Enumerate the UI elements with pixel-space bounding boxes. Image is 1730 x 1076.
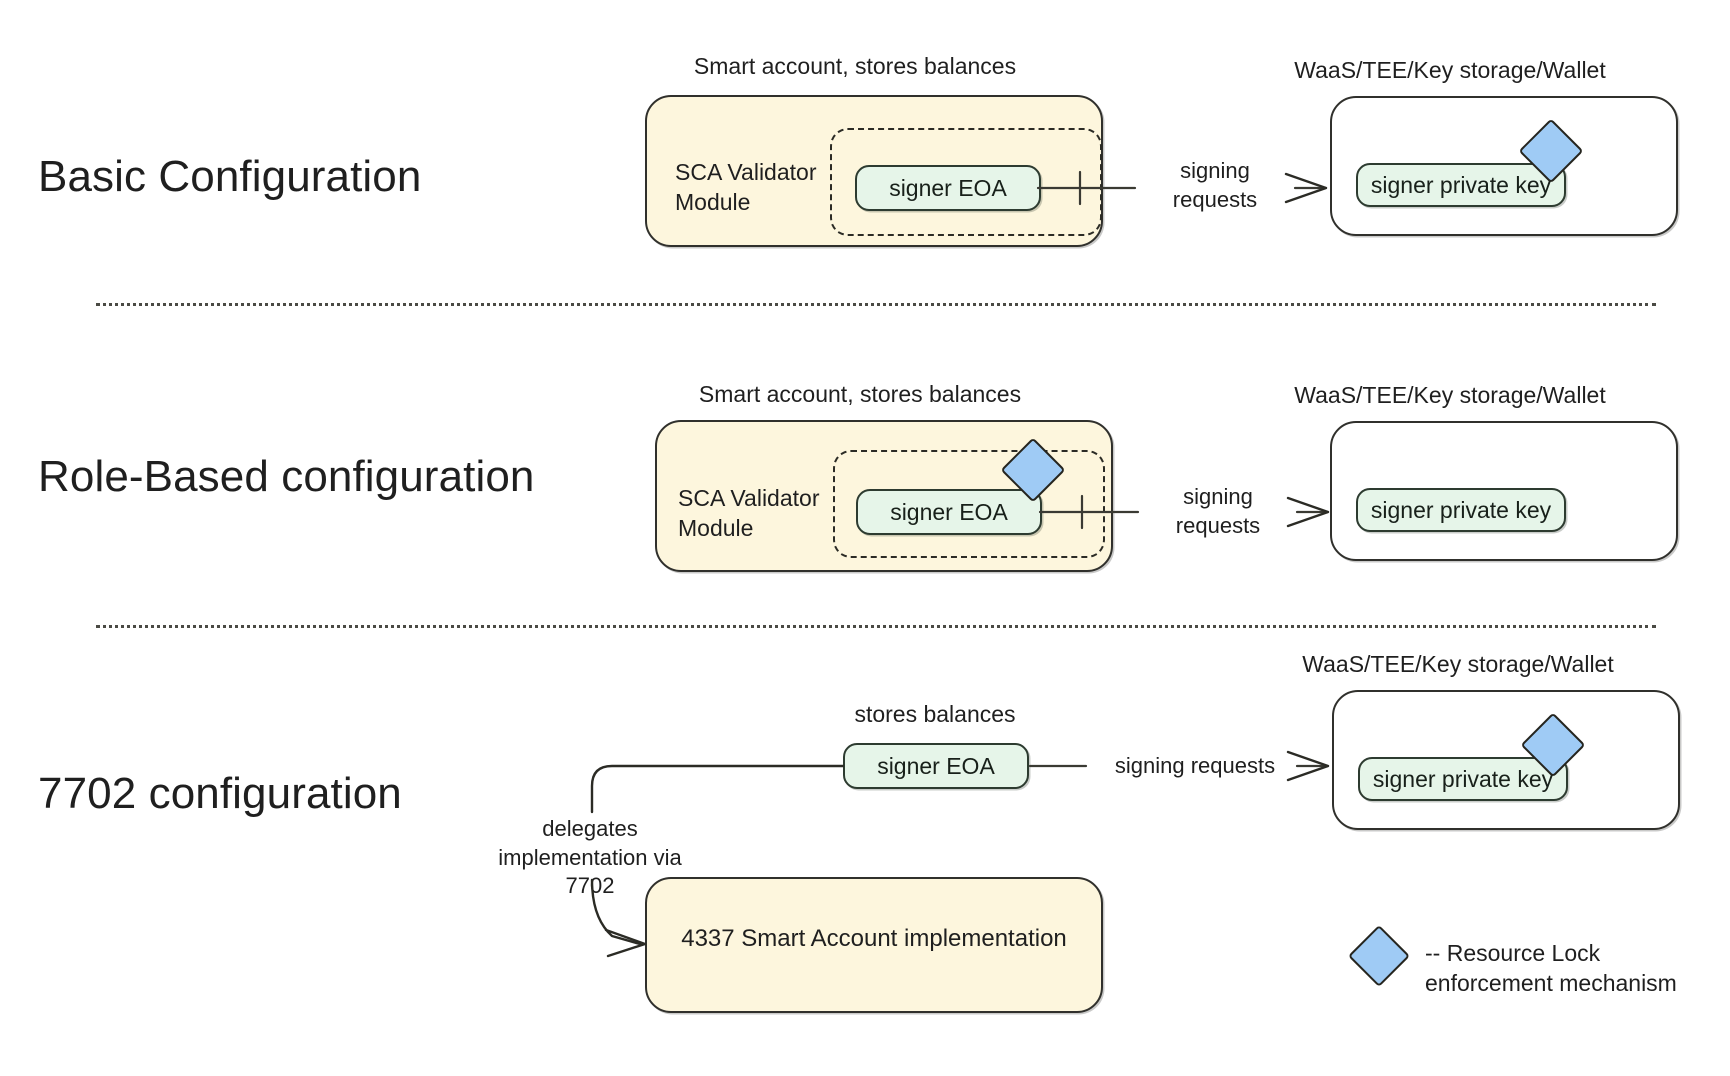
smart-account-caption-row1: Smart account, stores balances <box>693 53 1017 79</box>
row-title-basic-configuration: Basic Configuration <box>38 152 422 201</box>
smart-account-caption-row2: Smart account, stores balances <box>698 381 1022 407</box>
legend-resource-lock-diamond <box>1347 924 1411 988</box>
sca-validator-module-label-row2: SCA Validator Module <box>678 485 820 542</box>
signer-private-key-box-row3: signer private key <box>1358 757 1568 801</box>
sca-validator-module-label-row1: SCA Validator Module <box>675 159 817 216</box>
legend-label: -- Resource Lock enforcement mechanism <box>1425 940 1677 997</box>
implementation-box-label-row3: 4337 Smart Account implementation <box>681 925 1067 952</box>
signing-requests-label-row2: signing requests <box>1175 484 1261 538</box>
signer-eoa-box-row1: signer EOA <box>855 165 1041 211</box>
wallet-caption-row3: WaaS/TEE/Key storage/Wallet <box>1302 651 1614 677</box>
validator-scope-dashed-row1 <box>830 128 1102 236</box>
implementation-container-row3 <box>645 877 1103 1013</box>
row-title-role-based-configuration: Role-Based configuration <box>38 452 535 501</box>
signer-private-key-box-row1: signer private key <box>1356 163 1566 207</box>
row-title-7702-configuration: 7702 configuration <box>38 769 402 818</box>
signer-eoa-box-row3: signer EOA <box>843 743 1029 789</box>
validator-scope-dashed-row2 <box>833 450 1105 558</box>
signer-private-key-box-row2: signer private key <box>1356 488 1566 532</box>
section-divider-2 <box>96 625 1656 628</box>
signing-requests-label-row1: signing requests <box>1172 158 1258 212</box>
stores-balances-caption-row3: stores balances <box>854 701 1016 727</box>
wallet-caption-row1: WaaS/TEE/Key storage/Wallet <box>1294 57 1606 83</box>
section-divider-1 <box>96 303 1656 306</box>
signer-eoa-box-row2: signer EOA <box>856 489 1042 535</box>
signing-requests-label-row3: signing requests <box>1114 753 1276 778</box>
wallet-caption-row2: WaaS/TEE/Key storage/Wallet <box>1294 382 1606 408</box>
delegation-label-row3: delegates implementation via 7702 <box>498 816 682 899</box>
